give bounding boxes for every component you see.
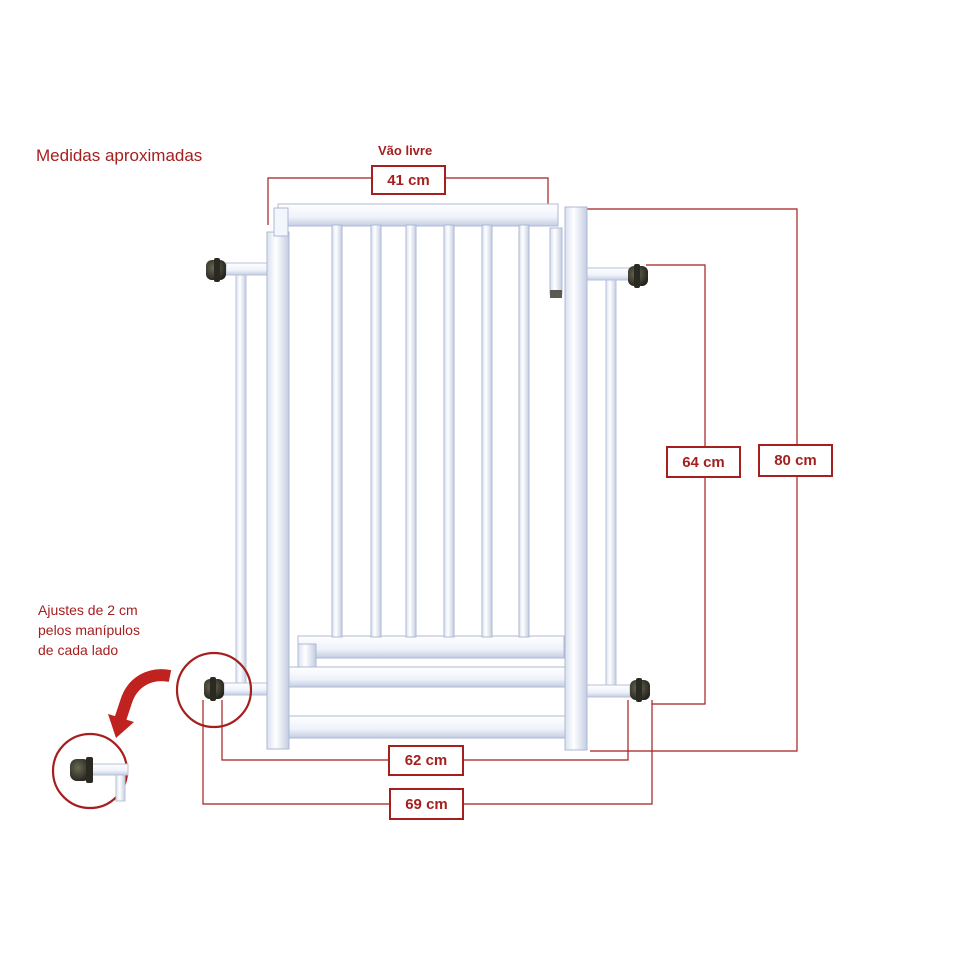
gate-bars [331,224,530,638]
free-span-dimension: 41 cm [371,165,446,195]
knob-icon [204,677,224,701]
free-span-label: Vão livre [378,143,433,158]
total-height-dimension: 80 cm [758,444,833,477]
knob-detail [51,732,129,810]
highlight-circle [175,651,253,729]
left-adjuster [223,262,273,696]
gate-frame [266,203,588,751]
height-total-line [584,208,798,752]
adjust-note-line2: pelos manípulos [38,622,140,638]
knob-icon [630,678,650,702]
inner-height-dimension: 64 cm [666,446,741,478]
adjust-note-line3: de cada lado [38,642,119,658]
arrow-icon [108,669,172,738]
approx-measures-note: Medidas aproximadas [36,146,203,165]
right-adjuster [583,267,631,698]
dimension-lines [202,177,798,805]
height-inner-line [646,264,706,705]
knob-icon [628,264,648,288]
knob-icon [206,258,226,282]
adjust-note-line1: Ajustes de 2 cm [38,602,138,618]
max-width-dimension: 69 cm [389,788,464,820]
min-width-dimension: 62 cm [388,745,464,776]
